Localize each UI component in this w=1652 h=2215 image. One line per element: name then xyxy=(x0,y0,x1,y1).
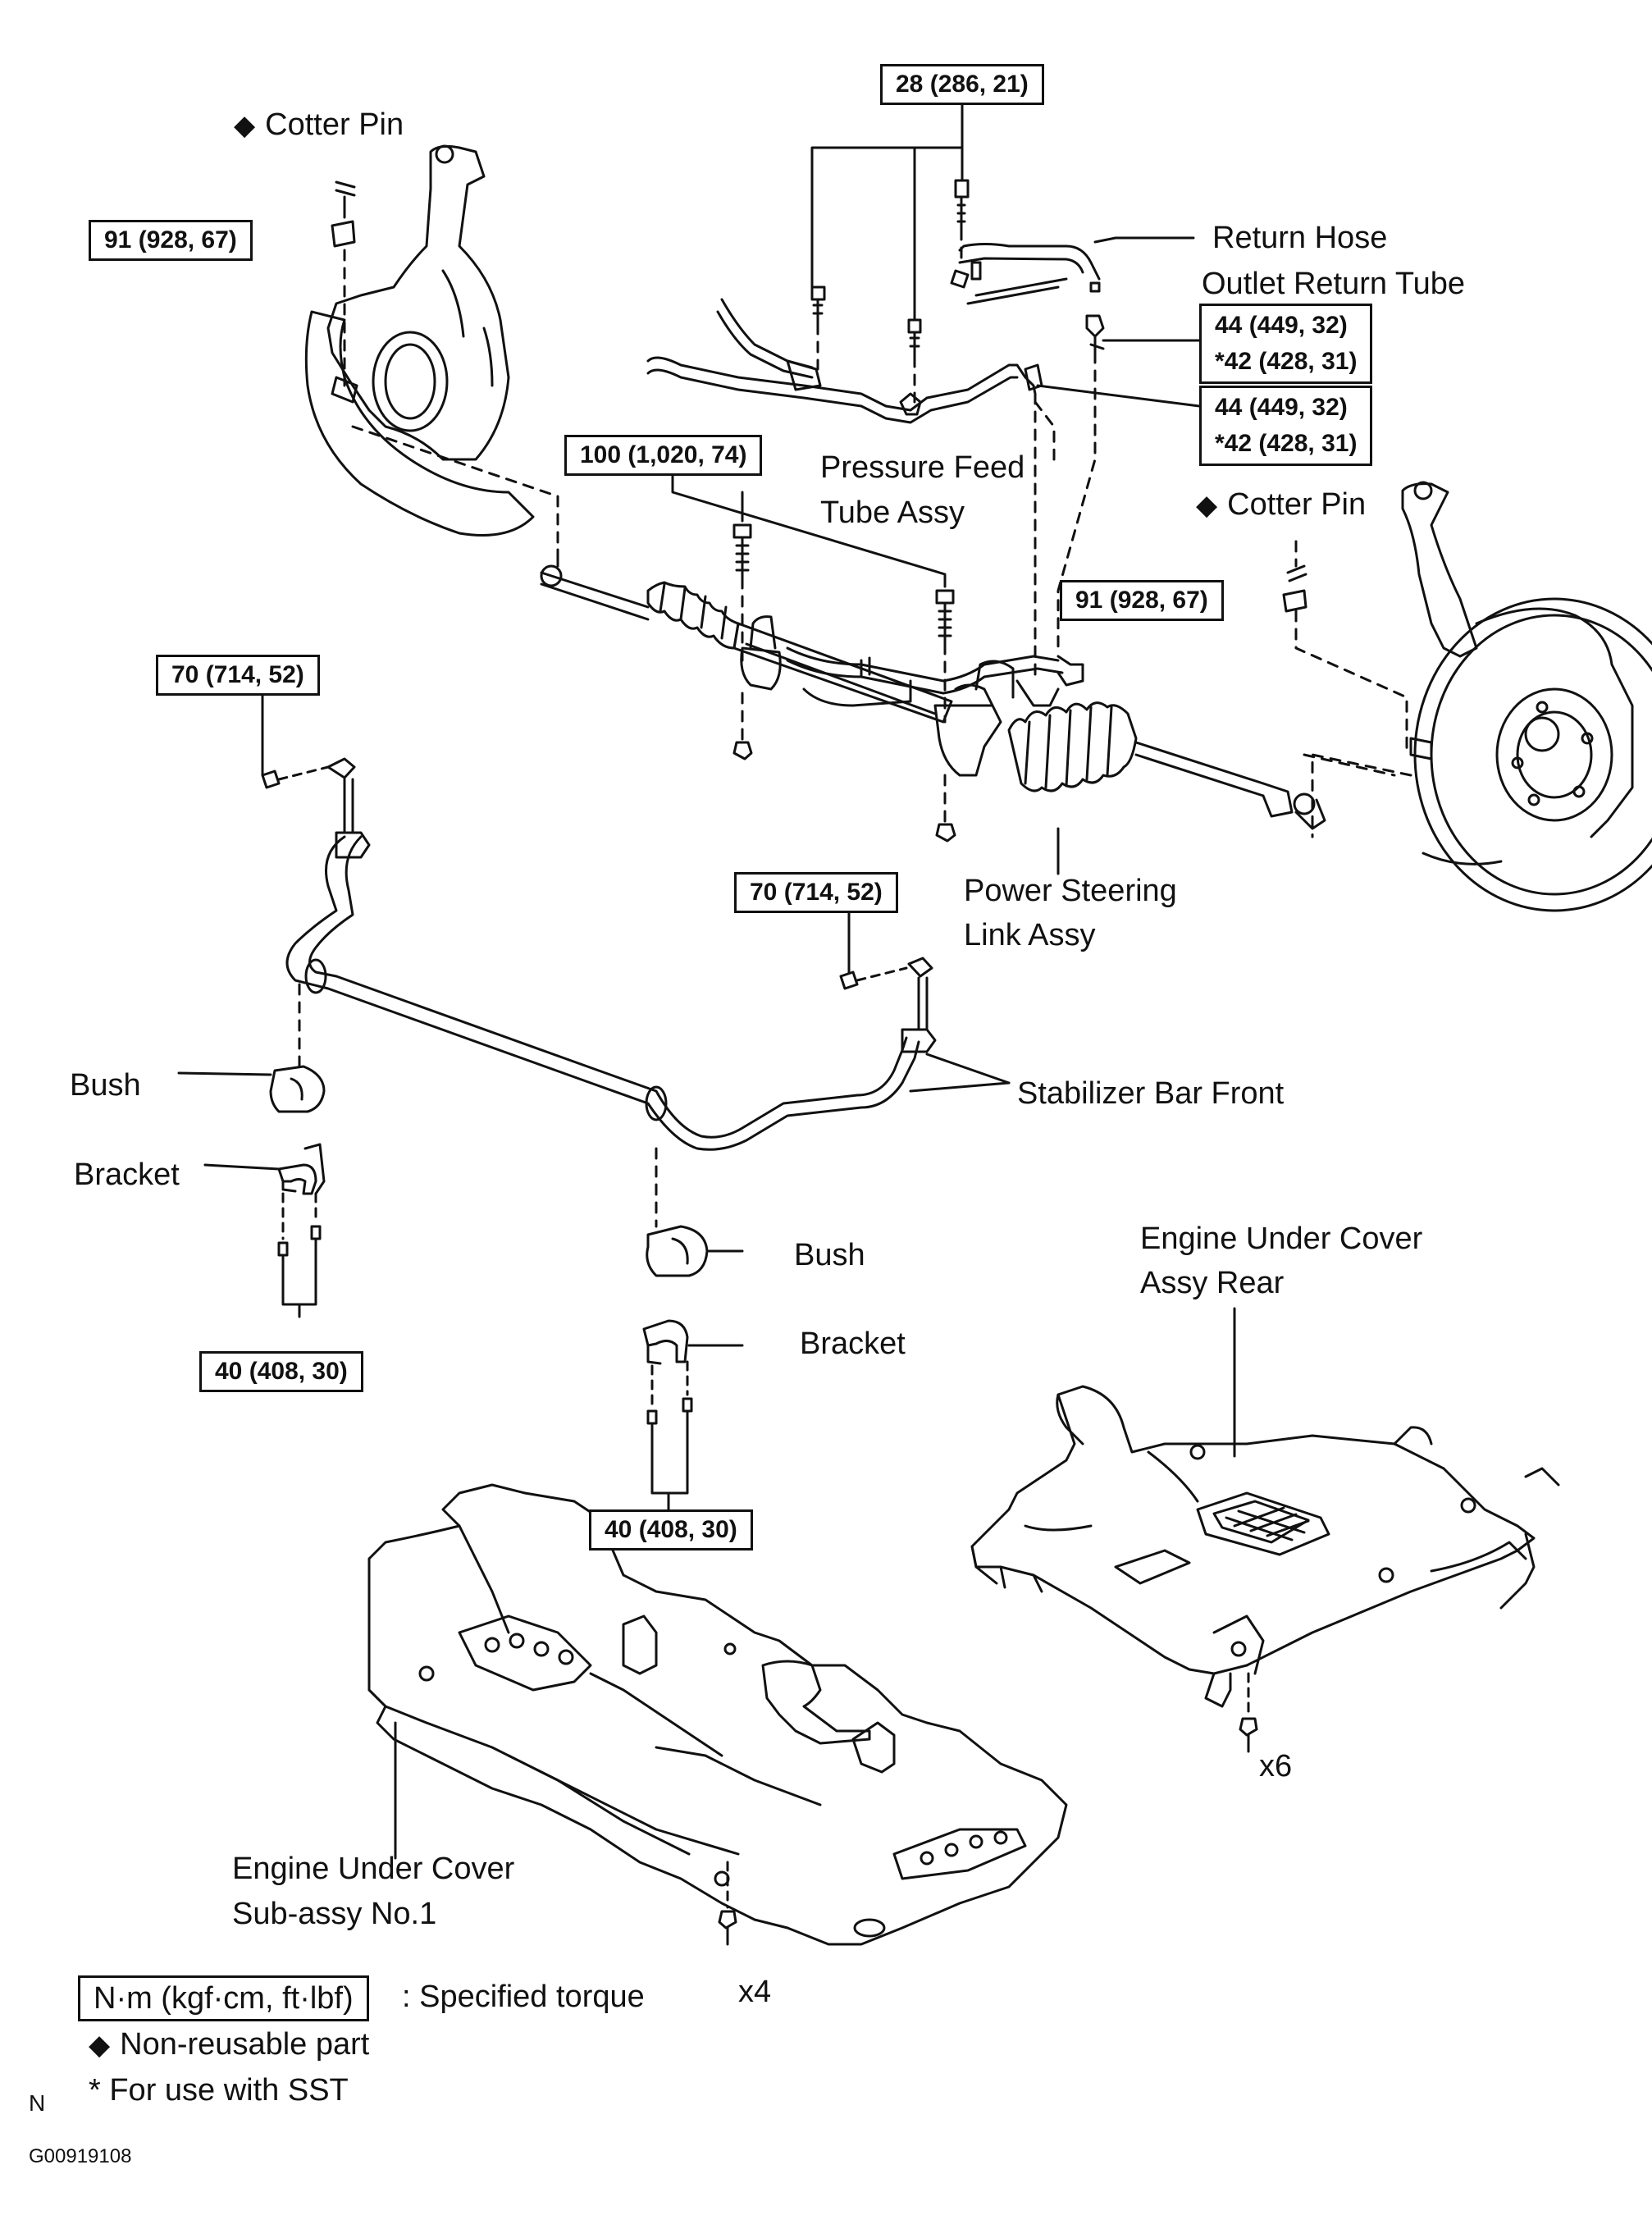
stabilizer-bar-label: Stabilizer Bar Front xyxy=(1017,1076,1285,1111)
torque-unit-description: : Specified torque xyxy=(402,1980,645,2014)
torque-44-a-line2: *42 (428, 31) xyxy=(1215,348,1358,375)
under-cover-no1-label-2: Sub-assy No.1 xyxy=(232,1897,437,1931)
pressure-feed-label-1: Pressure Feed xyxy=(820,450,1025,485)
figure-code: G00919108 xyxy=(29,2145,132,2167)
power-steering-label-2: Link Assy xyxy=(964,918,1096,952)
under-cover-no1-label-1: Engine Under Cover xyxy=(232,1852,515,1886)
torque-91-right-box: 91 (928, 67) xyxy=(1060,580,1224,621)
right-stabilizer-link xyxy=(839,957,937,1053)
qty-x4-label: x4 xyxy=(738,1975,772,2009)
torque-40-left-box: 40 (408, 30) xyxy=(199,1351,363,1392)
torque-unit-box: N·m (kgf·cm, ft·lbf) xyxy=(78,1975,369,2021)
bush-center-label: Bush xyxy=(794,1238,865,1272)
center-bush xyxy=(646,1147,709,1277)
outlet-return-tube-label: Outlet Return Tube xyxy=(1202,267,1466,301)
bush-left-label: Bush xyxy=(70,1068,141,1103)
rack-bolts xyxy=(732,523,956,843)
torque-44-a-box: 44 (449, 32) *42 (428, 31) xyxy=(1199,304,1373,384)
under-cover-rear-label-1: Engine Under Cover xyxy=(1140,1222,1423,1256)
cotter-pin-left-label: ◆ Cotter Pin xyxy=(234,102,404,148)
qty-x6-label: x6 xyxy=(1259,1749,1293,1783)
hose-bracket-bolts xyxy=(810,285,1105,359)
bracket-left-label: Bracket xyxy=(74,1158,180,1192)
power-steering-label-1: Power Steering xyxy=(964,874,1177,908)
cotter-pin-left-text: Cotter Pin xyxy=(265,107,404,142)
left-cotter-pin xyxy=(331,180,356,248)
right-steering-knuckle xyxy=(1401,481,1652,912)
power-steering-rack xyxy=(540,548,1326,830)
torque-44-b-line2: *42 (428, 31) xyxy=(1215,430,1358,457)
right-cotter-pin xyxy=(1282,564,1307,613)
torque-91-left-box: 91 (928, 67) xyxy=(89,220,253,261)
engine-under-cover-no1 xyxy=(367,1483,1068,1946)
torque-28-box: 28 (286, 21) xyxy=(880,64,1044,105)
pressure-feed-tube xyxy=(646,298,1043,683)
torque-100-box: 100 (1,020, 74) xyxy=(564,435,763,476)
center-bracket xyxy=(642,1319,693,1511)
cotter-pin-right-text: Cotter Pin xyxy=(1227,487,1367,522)
sst-legend: * For use with SST xyxy=(89,2073,349,2108)
left-bracket xyxy=(277,1143,326,1318)
cotter-pin-right-label: ◆ Cotter Pin xyxy=(1196,482,1366,528)
torque-40-center-box: 40 (408, 30) xyxy=(589,1509,753,1550)
left-steering-knuckle xyxy=(304,144,535,537)
bracket-center-label: Bracket xyxy=(800,1327,906,1361)
left-stabilizer-link xyxy=(261,757,371,859)
non-reusable-diamond-icon: ◆ xyxy=(89,2030,111,2061)
pressure-feed-label-2: Tube Assy xyxy=(820,496,965,530)
non-reusable-legend: ◆ Non-reusable part xyxy=(89,2021,369,2068)
stabilizer-bar xyxy=(285,835,920,1151)
non-reusable-diamond-icon: ◆ xyxy=(234,110,256,141)
torque-70-right-box: 70 (714, 52) xyxy=(734,872,898,913)
return-hose-label: Return Hose xyxy=(1212,221,1388,255)
non-reusable-diamond-icon: ◆ xyxy=(1196,490,1218,521)
return-hose xyxy=(950,179,1101,305)
torque-44-b-box: 44 (449, 32) *42 (428, 31) xyxy=(1199,386,1373,466)
torque-44-b-line1: 44 (449, 32) xyxy=(1215,394,1348,421)
non-reusable-text: Non-reusable part xyxy=(120,2027,370,2062)
engine-under-cover-rear xyxy=(970,1385,1560,1753)
left-bush xyxy=(269,983,326,1113)
corner-mark: N xyxy=(29,2090,46,2116)
torque-70-left-box: 70 (714, 52) xyxy=(156,655,320,696)
torque-44-a-line1: 44 (449, 32) xyxy=(1215,312,1348,339)
under-cover-rear-label-2: Assy Rear xyxy=(1140,1266,1285,1300)
